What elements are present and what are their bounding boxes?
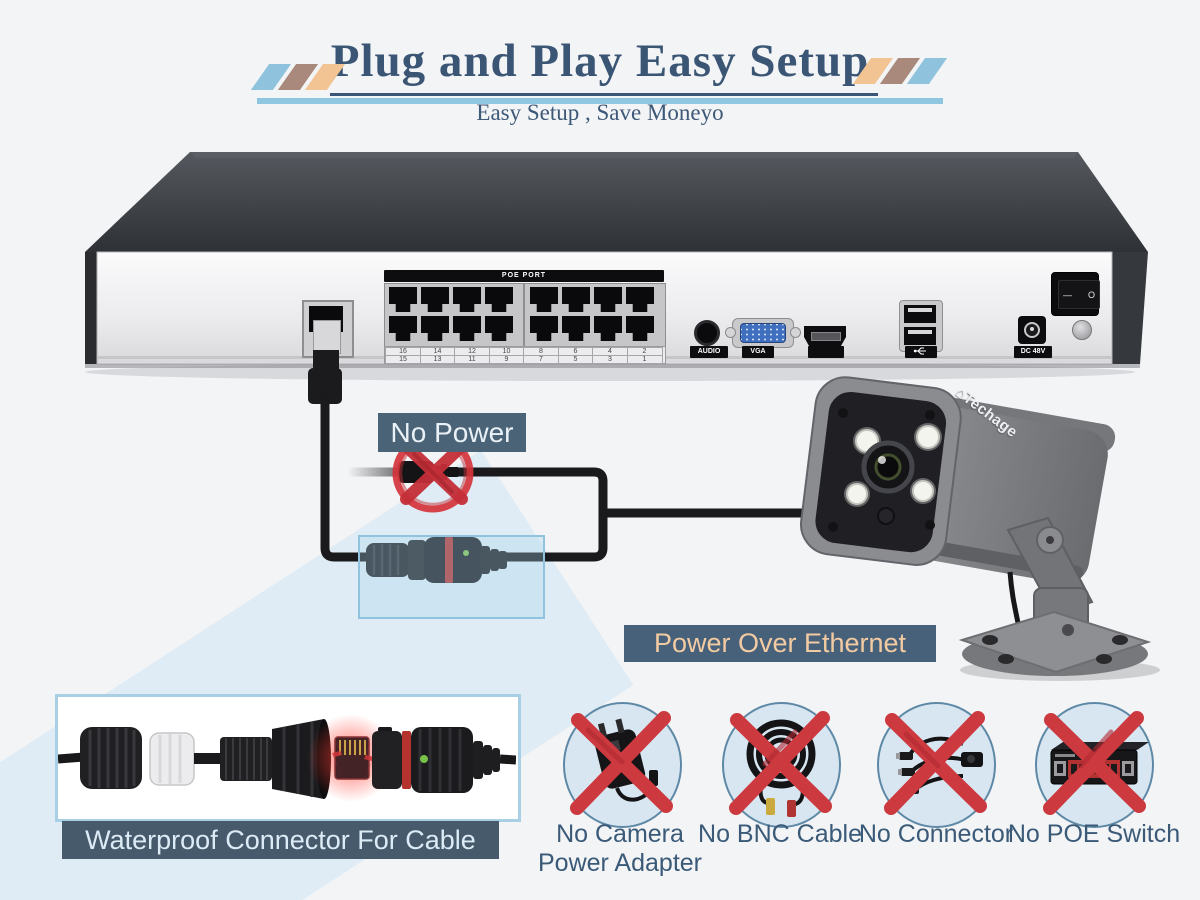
vga-label: VGA (742, 346, 774, 358)
no-power-label: No Power (378, 413, 526, 452)
excluded-item-caption: No BNC Cable (698, 820, 862, 848)
excluded-item-caption: No POE Switch (1007, 820, 1181, 848)
audio-label: AUDIO (690, 346, 728, 358)
spark-left (330, 727, 344, 781)
waterproof-connector-inset (55, 694, 521, 822)
hdmi-label-box (808, 346, 844, 358)
page-subtitle: Easy Setup , Save Moneyo (476, 100, 724, 125)
poe-port-label: POE PORT (384, 270, 664, 282)
waterproof-connector-inline (366, 537, 507, 583)
excluded-item-caption: No Camera Power Adapter (538, 820, 702, 877)
rj45-plug (313, 320, 341, 354)
poe-label: Power Over Ethernet (624, 625, 936, 662)
bullet-camera (800, 376, 1160, 681)
cross-out-icon (729, 711, 832, 815)
connector-exploded-view (57, 714, 517, 802)
port-number-cell: 1 (626, 355, 663, 364)
dc-jack-pin (1030, 327, 1034, 331)
connector-highlight-box (358, 535, 545, 619)
vga-pins (740, 323, 786, 343)
camera-lens (861, 440, 915, 494)
power-switch: — O (1051, 272, 1100, 316)
dc-label: DC 48V (1014, 346, 1052, 358)
waterproof-caption: Waterproof Connector For Cable (62, 821, 499, 859)
camera-light-sensor (877, 507, 895, 525)
rj45-plug-boot (308, 350, 342, 404)
switch-off-glyph: O (1087, 289, 1095, 300)
audio-jack (694, 320, 720, 346)
vga-screw-right (790, 327, 801, 338)
cable-nvr-to-connector (320, 390, 377, 562)
usb-icon (913, 347, 926, 355)
excluded-item-caption: No Connector (858, 820, 1014, 848)
usb-label-box (905, 346, 937, 358)
switch-on-glyph: — (1063, 289, 1072, 300)
title-underline-blue (257, 98, 943, 104)
title-underline-navy (330, 93, 878, 96)
page-title: Plug and Play Easy Setup (330, 35, 870, 87)
cross-out-icon (570, 711, 673, 815)
hdmi-tongue (811, 332, 841, 341)
cross-out-icon (1043, 711, 1146, 815)
vga-screw-left (725, 327, 736, 338)
usb-tongue-top (908, 308, 932, 312)
ground-screw (1072, 320, 1092, 340)
cross-out-icon (884, 711, 987, 815)
power-rocker: — O (1058, 280, 1100, 309)
spark-right (362, 731, 376, 785)
usb-tongue-bottom (908, 330, 932, 334)
